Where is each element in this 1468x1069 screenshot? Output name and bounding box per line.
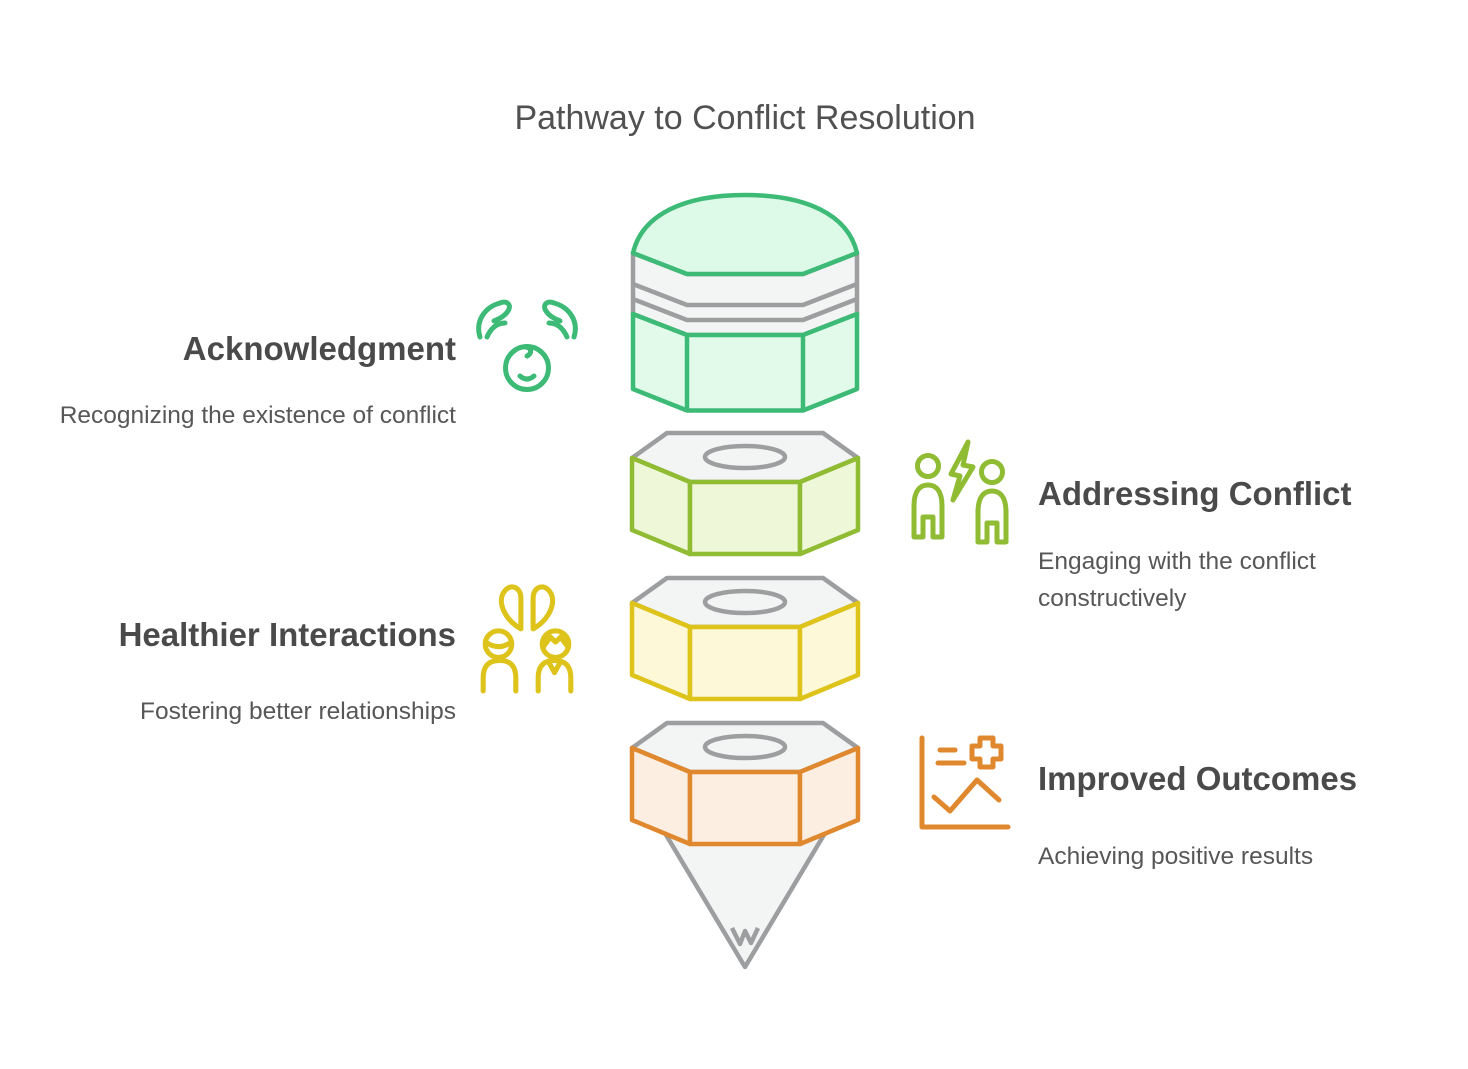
- funnel-stack-graphic: [629, 192, 861, 970]
- funnel-segment-acknowledgment: [630, 192, 860, 413]
- stage-description-improved-outcomes: Achieving positive results: [1038, 843, 1314, 870]
- funnel-segment-improved-outcomes: [629, 720, 861, 847]
- funnel-segment-healthier-interactions: [629, 575, 861, 702]
- stage-description-acknowledgment: Recognizing the existence of conflict: [59, 402, 456, 429]
- stage-title-improved-outcomes: Improved Outcomes: [1038, 760, 1358, 797]
- stage-title-acknowledgment: Acknowledgment: [182, 330, 456, 367]
- chart-with-plus-icon: [919, 735, 1011, 830]
- stage-title-addressing-conflict: Addressing Conflict: [1038, 475, 1352, 512]
- funnel-segment-addressing-conflict: [629, 430, 861, 557]
- two-people-lightning-icon: [911, 439, 1009, 545]
- caring-hands-smiley-icon: [476, 299, 578, 392]
- two-people-split-heart-icon: [480, 584, 574, 694]
- stage-description-healthier-interactions: Fostering better relationships: [140, 698, 456, 725]
- stage-title-healthier-interactions: Healthier Interactions: [118, 616, 456, 653]
- stage-description-addressing-conflict: Engaging with the conflict constructivel…: [1038, 548, 1316, 613]
- diagram-title: Pathway to Conflict Resolution: [514, 99, 976, 137]
